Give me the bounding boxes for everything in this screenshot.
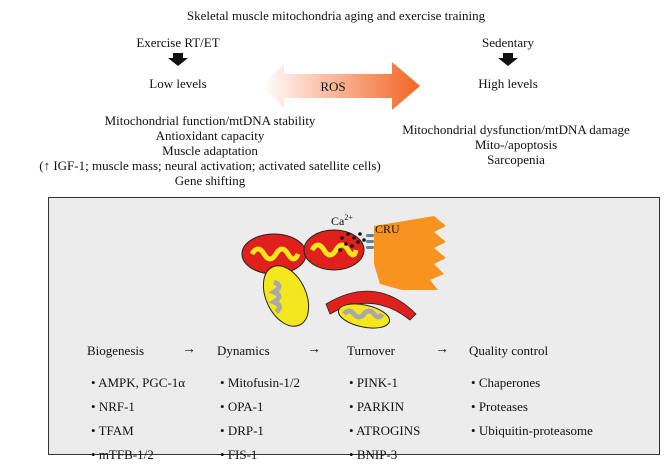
arrow-icon: → bbox=[435, 342, 449, 357]
list-item: FIS-1 bbox=[220, 447, 300, 471]
right-effect-2: Mito-/apoptosis bbox=[474, 137, 558, 152]
dynamics-list: Mitofusin-1/2 OPA-1 DRP-1 FIS-1 bbox=[220, 375, 300, 471]
list-item: DRP-1 bbox=[220, 423, 300, 447]
exercise-heading: Exercise RT/ET bbox=[136, 35, 220, 50]
left-effect-2: Antioxidant capacity bbox=[155, 128, 265, 143]
list-item: Ubiquitin-proteasome bbox=[471, 423, 593, 447]
left-effect-4: (↑ IGF-1; muscle mass; neural activation… bbox=[39, 158, 381, 173]
list-item: ATROGINS bbox=[349, 423, 420, 447]
dynamics-heading: Dynamics bbox=[217, 343, 270, 358]
left-effect-1: Mitochondrial function/mtDNA stability bbox=[104, 113, 316, 128]
diagram-title: Skeletal muscle mitochondria aging and e… bbox=[186, 8, 486, 23]
mitochondria-illustration bbox=[241, 216, 446, 329]
arrow-icon: → bbox=[182, 342, 196, 357]
list-item: Chaperones bbox=[471, 375, 593, 399]
list-item: Mitofusin-1/2 bbox=[220, 375, 300, 399]
right-effect-1: Mitochondrial dysfunction/mtDNA damage bbox=[402, 122, 630, 137]
quality-control-heading: Quality control bbox=[469, 343, 549, 358]
list-item: TFAM bbox=[91, 423, 185, 447]
down-arrow-icon bbox=[168, 53, 188, 66]
right-effect-3: Sarcopenia bbox=[487, 152, 545, 167]
list-item: mTFB-1/2 bbox=[91, 447, 185, 471]
cru-label: CRU bbox=[375, 222, 400, 236]
down-arrow-icon bbox=[498, 53, 518, 66]
low-levels-label: Low levels bbox=[149, 76, 207, 91]
ros-label: ROS bbox=[320, 79, 346, 94]
mitochondria-panel: Ca2+ CRU Biogenesis → Dynamics → Turnove… bbox=[48, 197, 660, 462]
cru-fiber bbox=[374, 216, 446, 290]
arrow-icon: → bbox=[307, 342, 321, 357]
biogenesis-heading: Biogenesis bbox=[87, 343, 145, 358]
ros-gradient-arrow bbox=[262, 62, 420, 110]
list-item: NRF-1 bbox=[91, 399, 185, 423]
list-item: BNIP-3 bbox=[349, 447, 420, 471]
high-levels-label: High levels bbox=[478, 76, 538, 91]
turnover-list: PINK-1 PARKIN ATROGINS BNIP-3 bbox=[349, 375, 420, 471]
biogenesis-list: AMPK, PGC-1α NRF-1 TFAM mTFB-1/2 bbox=[91, 375, 185, 471]
list-item: AMPK, PGC-1α bbox=[91, 375, 185, 399]
list-item: OPA-1 bbox=[220, 399, 300, 423]
list-item: Proteases bbox=[471, 399, 593, 423]
calcium-symbol: Ca bbox=[331, 214, 345, 228]
quality-control-list: Chaperones Proteases Ubiquitin-proteasom… bbox=[471, 375, 593, 447]
calcium-label: Ca2+ bbox=[331, 210, 353, 229]
calcium-charge: 2+ bbox=[344, 213, 353, 222]
list-item: PARKIN bbox=[349, 399, 420, 423]
left-effect-3: Muscle adaptation bbox=[162, 143, 258, 158]
turnover-heading: Turnover bbox=[347, 343, 395, 358]
sedentary-heading: Sedentary bbox=[482, 35, 534, 50]
left-effect-5: Gene shifting bbox=[174, 173, 246, 188]
list-item: PINK-1 bbox=[349, 375, 420, 399]
